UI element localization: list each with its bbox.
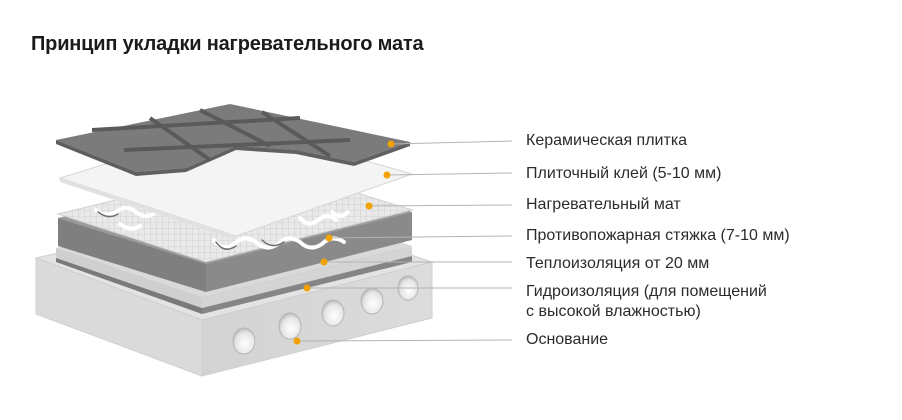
marker-dot-heating-mat [365,202,373,210]
leader-line-ceramic-tile [390,140,513,145]
label-heating-mat: Нагревательный мат [526,196,681,213]
marker-dot-base [293,337,301,345]
label-ceramic-tile: Керамическая плитка [526,132,688,149]
label-base: Основание [526,331,609,348]
slab-hole [321,299,345,327]
marker-dot-insulation [320,258,328,266]
slab-hole [232,327,256,355]
label-fire-screed: Противопожарная стяжка (7-10 мм) [526,227,790,244]
slab-hole [360,287,384,315]
callouts [293,140,513,345]
marker-dot-waterproofing [303,284,311,292]
ceramic-tile-layer [56,104,410,176]
label-tile-adhesive: Плиточный клей (5-10 мм) [526,165,722,182]
leader-line-base [296,339,513,342]
leader-line-heating-mat [368,204,513,207]
slab-hole [278,312,302,340]
page-title: Принцип укладки нагревательного мата [31,33,424,55]
label-waterproofing: Гидроизоляция (для помещений с высокой в… [526,283,767,320]
marker-dot-ceramic-tile [387,140,395,148]
marker-dot-tile-adhesive [383,171,391,179]
label-insulation: Теплоизоляция от 20 мм [526,255,710,272]
leader-line-fire-screed [328,235,513,239]
marker-dot-fire-screed [325,234,333,242]
leader-line-tile-adhesive [386,172,513,176]
